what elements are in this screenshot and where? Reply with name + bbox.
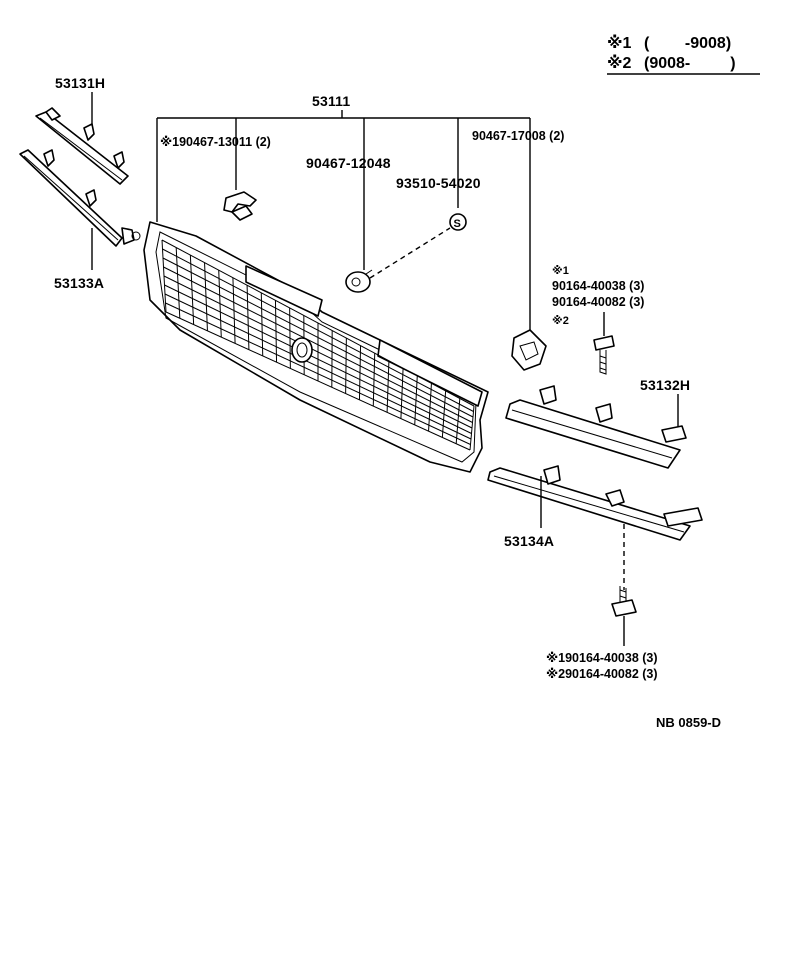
- label-clip-left: ※190467-13011 (2): [160, 135, 271, 149]
- note-upper-1: ※1: [552, 265, 569, 277]
- label-screw-lower-1: ※190164-40038 (3): [546, 651, 658, 665]
- label-53131H: 53131H: [55, 75, 105, 91]
- lower-right-molding: [488, 466, 702, 540]
- plug-part: S: [450, 214, 466, 230]
- diagram-code: NB 0859-D: [656, 715, 721, 730]
- label-53132H: 53132H: [640, 377, 690, 393]
- label-plug: 93510-54020: [396, 175, 481, 191]
- legend-row1-range: ( -9008): [644, 35, 731, 52]
- screw-upper: [594, 336, 614, 374]
- clip-left-part: [224, 192, 256, 220]
- clip-right-part: [512, 330, 546, 370]
- label-53133A: 53133A: [54, 275, 104, 291]
- screw-lower: [612, 586, 636, 616]
- label-53111: 53111: [312, 93, 350, 109]
- label-clip-mid: 90467-12048: [306, 155, 391, 171]
- clip-mid-part: [346, 270, 372, 292]
- upper-right-molding: [506, 386, 686, 468]
- label-53134A: 53134A: [504, 533, 554, 549]
- label-screw-upper-2: 90164-40082 (3): [552, 295, 644, 309]
- legend: ※1 ( -9008) ※2 (9008- ): [607, 34, 760, 74]
- plug-s-mark: S: [454, 218, 461, 230]
- legend-row2-mark: ※2: [607, 54, 632, 72]
- label-clip-right: 90467-17008 (2): [472, 129, 564, 143]
- legend-row2-range: (9008- ): [644, 55, 736, 72]
- note-upper-2: ※2: [552, 315, 569, 327]
- grille-emblem: [292, 338, 312, 362]
- label-screw-lower-2: ※290164-40082 (3): [546, 667, 658, 681]
- label-screw-upper-1: 90164-40038 (3): [552, 279, 644, 293]
- legend-row1-mark: ※1: [607, 34, 632, 52]
- dashed-plug-to-clip: [370, 228, 450, 278]
